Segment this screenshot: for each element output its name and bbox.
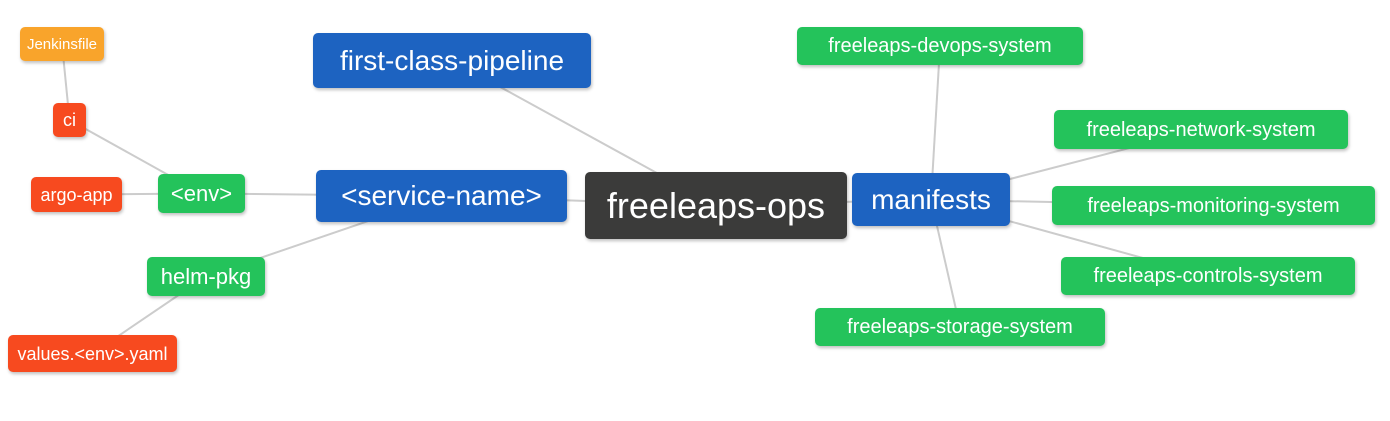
node-ci[interactable]: ci [53,103,86,137]
node-freeleaps-storage-system[interactable]: freeleaps-storage-system [815,308,1105,346]
node-freeleaps-ops[interactable]: freeleaps-ops [585,172,847,239]
node-label: manifests [871,183,991,215]
node-label: helm-pkg [160,263,252,289]
node-freeleaps-monitoring-system[interactable]: freeleaps-monitoring-system [1052,186,1375,225]
node-label: freeleaps-ops [606,184,826,226]
node-values-env-yaml[interactable]: values.<env>.yaml [8,335,177,372]
node-label: freeleaps-storage-system [847,316,1073,338]
node-freeleaps-controls-system[interactable]: freeleaps-controls-system [1061,257,1355,295]
node-label: <env> [170,180,233,206]
node-first-class-pipeline[interactable]: first-class-pipeline [313,33,591,88]
node-label: freeleaps-controls-system [1093,265,1323,287]
node-label: values.<env>.yaml [17,343,168,364]
node-label: first-class-pipeline [339,44,565,76]
node-env[interactable]: <env> [158,174,245,213]
node-service-name[interactable]: <service-name> [316,170,567,222]
node-freeleaps-network-system[interactable]: freeleaps-network-system [1054,110,1348,149]
node-label: Jenkinsfile [26,35,98,53]
node-helm-pkg[interactable]: helm-pkg [147,257,265,296]
node-label: argo-app [40,184,113,205]
node-label: ci [63,110,76,130]
node-label: freeleaps-network-system [1086,118,1316,141]
node-manifests[interactable]: manifests [852,173,1010,226]
node-jenkinsfile[interactable]: Jenkinsfile [20,27,104,61]
node-freeleaps-devops-system[interactable]: freeleaps-devops-system [797,27,1083,65]
node-label: freeleaps-monitoring-system [1087,194,1340,217]
node-label: <service-name> [341,180,542,211]
node-label: freeleaps-devops-system [828,35,1052,57]
node-argo-app[interactable]: argo-app [31,177,122,212]
